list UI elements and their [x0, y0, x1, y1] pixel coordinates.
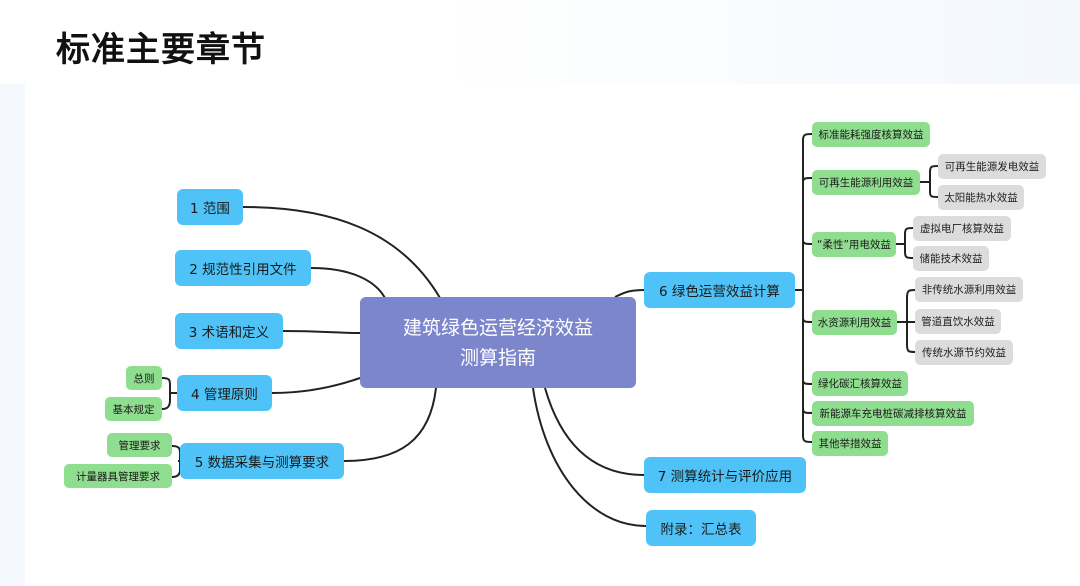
ch6-sub-ev-charging[interactable]: 新能源车充电桩碳减排核算效益	[812, 401, 974, 426]
ch6-sub-flexible-power[interactable]: “柔性”用电效益	[812, 232, 896, 257]
ch6-sub-carbon-sink[interactable]: 绿化碳汇核算效益	[812, 371, 908, 396]
ch5-sub-metering[interactable]: 计量器具管理要求	[64, 464, 172, 488]
link-root-ch3	[282, 330, 361, 334]
chapter-6-node[interactable]: 6 绿色运营效益计算	[644, 272, 795, 308]
page-title: 标准主要章节	[56, 30, 266, 70]
link-root-ch5	[343, 387, 437, 462]
ch5-sub-management[interactable]: 管理要求	[107, 433, 172, 457]
left-margin-background	[0, 84, 25, 586]
leaf-solar-hot-water[interactable]: 太阳能热水效益	[938, 185, 1024, 210]
chapter-2-node[interactable]: 2 规范性引用文件	[175, 250, 311, 286]
link-root-ch2	[310, 267, 386, 299]
link-root-appendix	[532, 387, 647, 527]
link-root-ch4	[271, 377, 361, 394]
chapter-5-node[interactable]: 5 数据采集与测算要求	[180, 443, 344, 479]
chapter-7-node[interactable]: 7 测算统计与评价应用	[644, 457, 806, 493]
root-node[interactable]: 建筑绿色运营经济效益 测算指南	[360, 297, 636, 388]
bracket-ch5	[171, 445, 181, 478]
leaf-nontraditional-water[interactable]: 非传统水源利用效益	[915, 277, 1023, 302]
leaf-energy-storage[interactable]: 储能技术效益	[913, 246, 989, 271]
leaf-traditional-water-saving[interactable]: 传统水源节约效益	[915, 340, 1013, 365]
root-title-line2: 测算指南	[459, 346, 536, 369]
bracket-flexible	[896, 227, 914, 259]
chapter-3-node[interactable]: 3 术语和定义	[175, 313, 283, 349]
bracket-ch4	[161, 377, 178, 410]
ch6-sub-renewable[interactable]: 可再生能源利用效益	[812, 170, 920, 195]
ch6-sub-water[interactable]: 水资源利用效益	[812, 310, 897, 335]
ch6-sub-other[interactable]: 其他举措效益	[812, 431, 888, 456]
link-root-ch1	[242, 206, 441, 299]
link-root-ch7	[544, 387, 645, 476]
leaf-renewable-power[interactable]: 可再生能源发电效益	[938, 154, 1046, 179]
ch4-sub-basic-rules[interactable]: 基本规定	[105, 397, 162, 421]
appendix-node[interactable]: 附录：汇总表	[646, 510, 756, 546]
ch6-sub-energy-intensity[interactable]: 标准能耗强度核算效益	[812, 122, 930, 147]
spine-ch6	[795, 133, 813, 443]
link-root-ch6	[614, 289, 646, 298]
header-background	[0, 0, 1080, 84]
leaf-virtual-power-plant[interactable]: 虚拟电厂核算效益	[913, 216, 1011, 241]
ch4-sub-general[interactable]: 总则	[126, 366, 162, 390]
bracket-renewable	[920, 165, 939, 198]
chapter-1-node[interactable]: 1 范围	[177, 189, 243, 225]
root-title-line1: 建筑绿色运营经济效益	[402, 316, 593, 339]
chapter-4-node[interactable]: 4 管理原则	[177, 375, 272, 411]
leaf-direct-drinking-water[interactable]: 管道直饮水效益	[915, 309, 1001, 334]
bracket-water	[897, 289, 916, 353]
